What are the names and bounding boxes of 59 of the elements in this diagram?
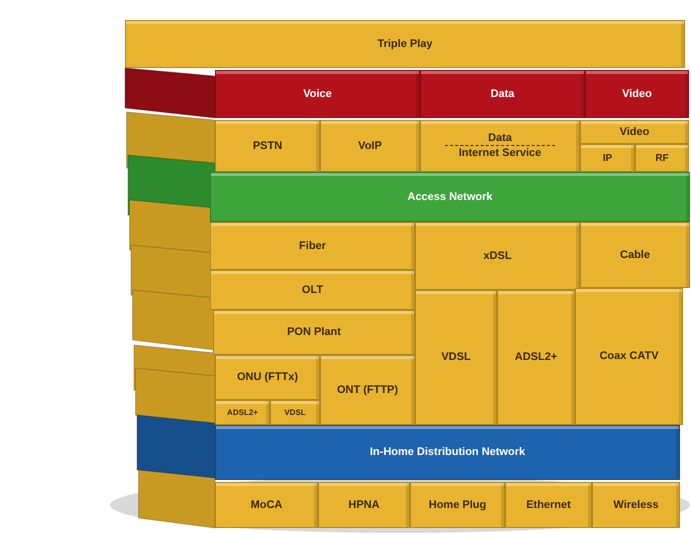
technology-block bbox=[580, 144, 635, 172]
layer-band bbox=[215, 70, 420, 118]
technology-block bbox=[320, 120, 420, 172]
block-label: xDSL bbox=[483, 250, 512, 262]
block-label: OLT bbox=[302, 284, 324, 296]
technology-block bbox=[318, 482, 410, 528]
block-label: VDSL bbox=[284, 407, 306, 419]
layer-band bbox=[585, 70, 689, 118]
block-label: RF bbox=[655, 152, 669, 164]
layer-band bbox=[420, 70, 585, 118]
layer-band bbox=[215, 425, 680, 480]
block-label: VDSL bbox=[441, 351, 471, 364]
block-label: PSTN bbox=[252, 140, 282, 152]
block-label: VoIP bbox=[358, 140, 382, 152]
block-label: Video bbox=[620, 126, 650, 138]
block-label: Cable bbox=[620, 248, 650, 262]
block-label: Wireless bbox=[613, 498, 659, 512]
block-label: Video bbox=[622, 88, 652, 100]
block-label: Triple Play bbox=[377, 38, 433, 50]
technology-block bbox=[215, 120, 320, 172]
block-label: Voice bbox=[303, 88, 332, 100]
block-label: Access Network bbox=[408, 190, 492, 204]
layer-band bbox=[210, 172, 690, 222]
technology-block bbox=[215, 355, 320, 400]
technology-block bbox=[505, 482, 592, 528]
block-label: Ethernet bbox=[526, 498, 571, 512]
block-label: IP bbox=[602, 152, 612, 164]
block-label: Home Plug bbox=[428, 498, 486, 512]
block-label: ONU (FTTx) bbox=[236, 371, 298, 384]
block-label: Coax CATV bbox=[599, 350, 659, 363]
technology-block bbox=[497, 290, 575, 425]
technology-block bbox=[215, 482, 318, 528]
technology-block bbox=[210, 270, 415, 310]
technology-block bbox=[575, 288, 683, 425]
technology-block bbox=[210, 222, 415, 270]
block-label: ADSL2+ bbox=[227, 407, 258, 419]
block-label: ADSL2+ bbox=[514, 351, 558, 364]
block-label: Data bbox=[490, 88, 514, 100]
block-label: ONT (FTTP) bbox=[336, 384, 398, 396]
technology-block bbox=[215, 400, 270, 425]
block-label: HPNA bbox=[348, 498, 380, 512]
block-label: Data bbox=[488, 132, 512, 145]
technology-block bbox=[410, 482, 505, 528]
block-label: PON Plant bbox=[287, 326, 341, 339]
technology-block bbox=[580, 120, 689, 144]
technology-block bbox=[320, 355, 415, 425]
block-label: Internet Service bbox=[444, 145, 556, 160]
technology-block bbox=[580, 222, 690, 288]
technology-block bbox=[420, 120, 580, 172]
block-label: Fiber bbox=[299, 240, 326, 252]
block-label: In-Home Distribution Network bbox=[370, 446, 526, 459]
technology-block bbox=[213, 310, 415, 355]
technology-block bbox=[592, 482, 680, 528]
technology-block bbox=[125, 20, 685, 68]
technology-block bbox=[415, 290, 497, 425]
technology-block bbox=[270, 400, 320, 425]
technology-block bbox=[635, 144, 689, 172]
block-label: MoCA bbox=[250, 498, 282, 512]
technology-block bbox=[415, 222, 580, 290]
